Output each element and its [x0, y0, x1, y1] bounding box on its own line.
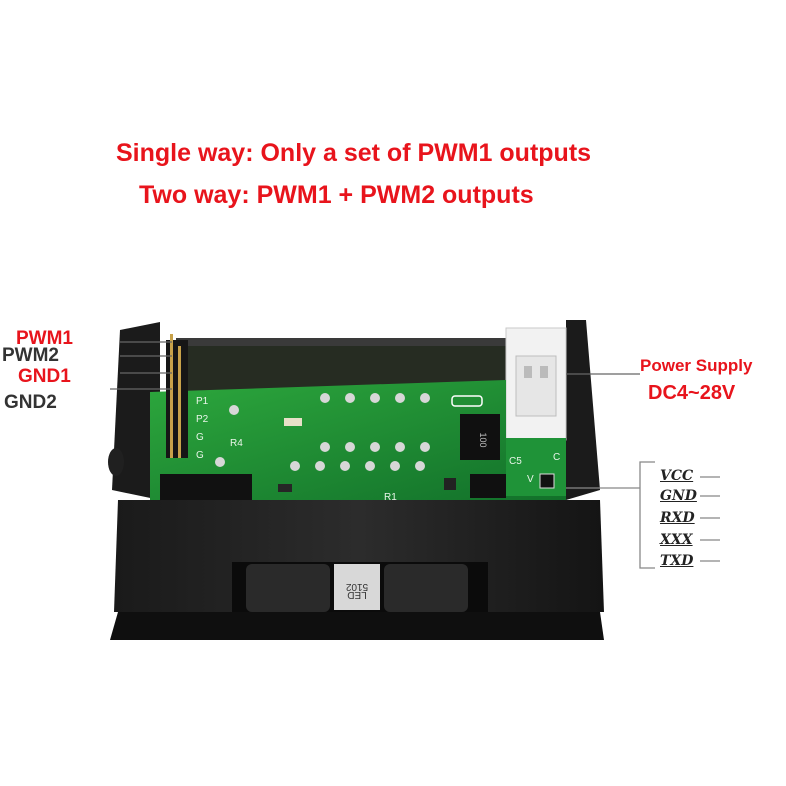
uart-pin-txd: TXD — [660, 553, 694, 569]
uart-pin-rxd: RXD — [660, 510, 695, 526]
silk-p2: P2 — [196, 414, 209, 425]
silk-r4: R4 — [230, 438, 243, 449]
pcb-board: 100 P1 P2 G G R4 C5 C V R1 — [150, 380, 566, 503]
pin-label-pwm2: PWM2 — [2, 345, 59, 366]
silk-chip-b: R1 — [384, 492, 397, 503]
uart-pin-gnd: GND — [660, 488, 697, 504]
silk-g1: G — [196, 432, 204, 443]
pin-label-pwm1: PWM1 — [16, 328, 73, 349]
uart-pin-vcc: VCC — [660, 468, 694, 484]
uart-pin-xxx: XXX — [660, 532, 693, 548]
power-supply-label: Power Supply — [640, 356, 753, 375]
power-supply-voltage: DC4~28V — [648, 382, 736, 404]
headline-line-1: Single way: Only a set of PWM1 outputs — [116, 139, 592, 167]
sticker-led: LED — [347, 589, 366, 600]
sticker-code: 5102 — [345, 581, 368, 592]
pin-label-gnd1: GND1 — [18, 366, 71, 387]
case-slot: 5102 LED — [232, 562, 488, 612]
pin-header — [166, 334, 188, 458]
silk-c: C — [553, 452, 560, 463]
power-connector — [505, 327, 567, 441]
chip-label: 100 — [478, 432, 488, 447]
silk-c5: C5 — [509, 456, 522, 467]
silk-v: V — [527, 474, 534, 485]
pin-label-gnd2: GND2 — [4, 392, 57, 413]
silk-p1: P1 — [196, 396, 209, 407]
headline-line-2: Two way: PWM1 + PWM2 outputs — [139, 181, 534, 209]
uart-bracket — [566, 461, 720, 569]
silk-g2: G — [196, 450, 204, 461]
pin-leader-lines — [110, 341, 172, 390]
